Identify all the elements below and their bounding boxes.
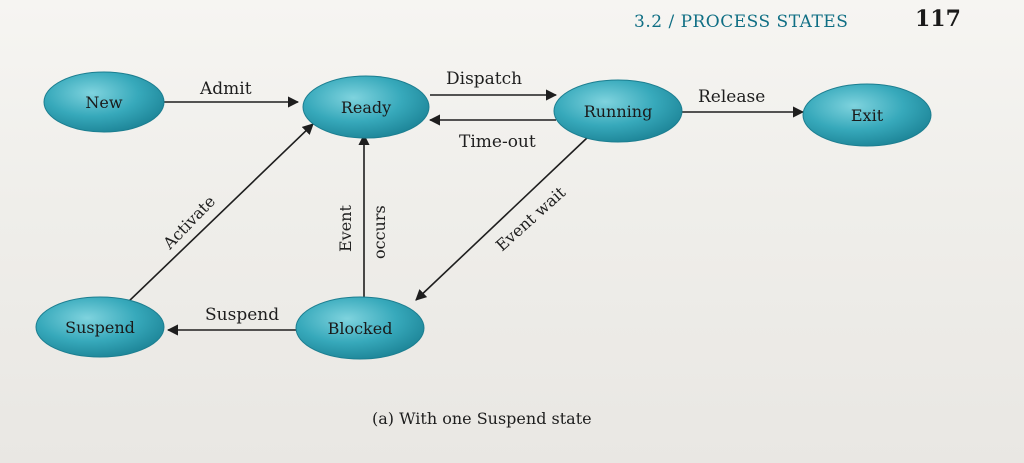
label-event-wait: Event wait <box>492 182 570 255</box>
page-header: 3.2 / PROCESS STATES 117 <box>600 6 1010 38</box>
edge-event-wait <box>415 136 589 301</box>
label-occurs: occurs <box>370 205 389 259</box>
state-exit: Exit <box>802 83 932 147</box>
edge-activate <box>125 123 314 305</box>
label-admit: Admit <box>199 79 252 99</box>
label-event: Event <box>336 205 355 252</box>
figure-caption: (a) With one Suspend state <box>372 409 592 428</box>
state-blocked-label: Blocked <box>328 319 393 338</box>
state-new: New <box>43 71 165 133</box>
page-number: 117 <box>915 6 961 32</box>
label-suspend-transition: Suspend <box>205 305 279 325</box>
section-title: 3.2 / PROCESS STATES <box>634 12 849 32</box>
state-running-label: Running <box>584 102 653 121</box>
state-exit-label: Exit <box>851 106 884 125</box>
state-suspend-label: Suspend <box>65 318 135 337</box>
label-release: Release <box>698 87 765 107</box>
state-ready-label: Ready <box>341 98 391 117</box>
label-dispatch: Dispatch <box>446 69 522 89</box>
state-ready: Ready <box>302 75 430 139</box>
state-running: Running <box>553 79 683 143</box>
label-timeout: Time-out <box>459 132 536 152</box>
state-new-label: New <box>85 93 122 112</box>
state-suspend: Suspend <box>35 296 165 358</box>
state-blocked: Blocked <box>295 296 425 360</box>
